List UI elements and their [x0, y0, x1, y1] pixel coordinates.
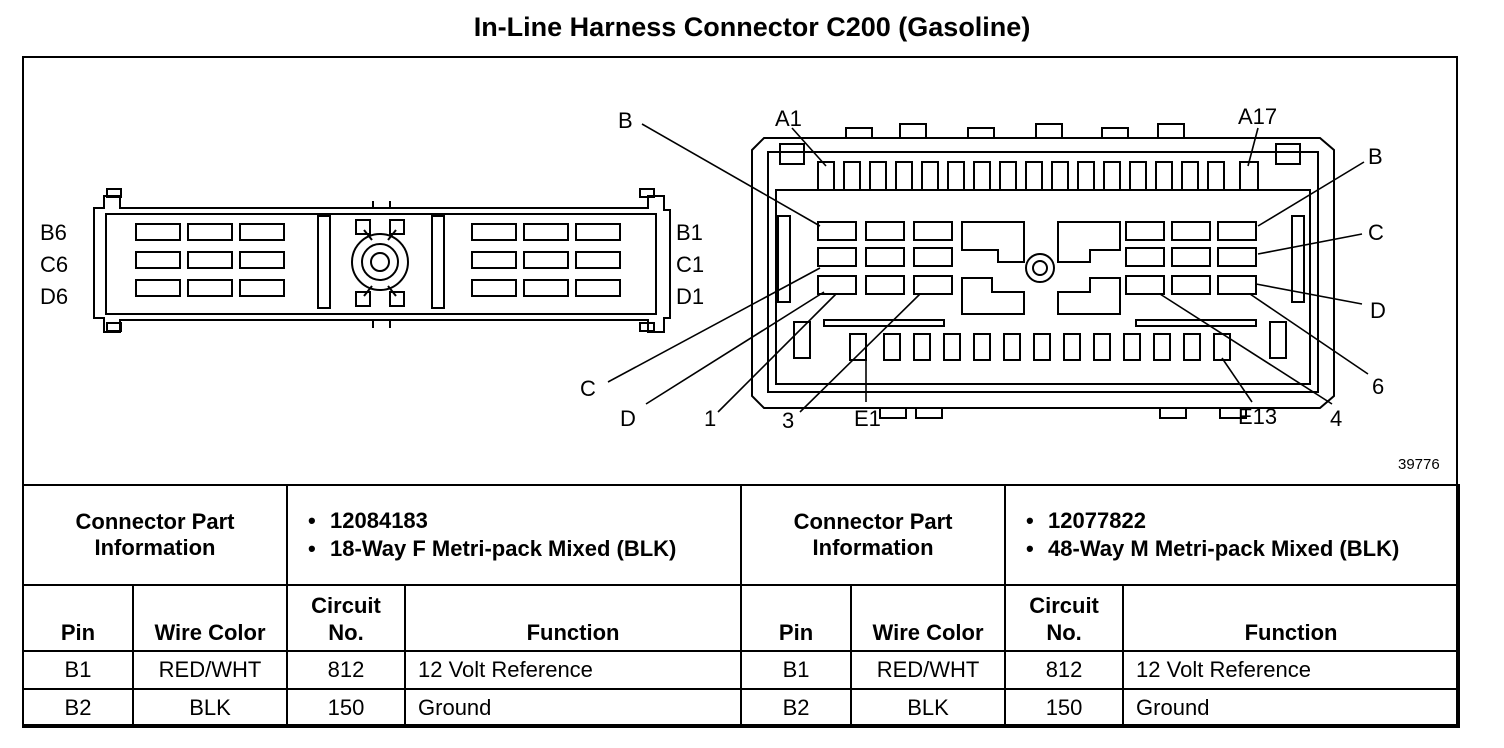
row-label-d6: D6	[40, 284, 68, 309]
left-function-cell: 12 Volt Reference	[404, 650, 743, 690]
left-connector-body	[93, 188, 671, 333]
left-circuit-cell: 150	[286, 688, 407, 728]
right-connector-left-block	[817, 221, 953, 295]
callout-6: 6	[1372, 374, 1384, 399]
right-header-pin: Pin	[740, 584, 853, 652]
right-wire-color-cell: RED/WHT	[850, 650, 1007, 690]
row-label-b1: B1	[676, 220, 703, 245]
callout-e13: E13	[1238, 404, 1277, 429]
left-header-function: Function	[404, 584, 743, 652]
callout-b-left: B	[618, 108, 633, 133]
left-function-cell: Ground	[404, 688, 743, 728]
row-label-d1: D1	[676, 284, 704, 309]
left-connector-center-bolt	[317, 215, 445, 309]
row-label-b6: B6	[40, 220, 67, 245]
right-header-circuit: Circuit No.	[1004, 584, 1125, 652]
right-header-function: Function	[1122, 584, 1461, 652]
callout-leader-lines	[607, 123, 1369, 413]
right-wire-color-cell: BLK	[850, 688, 1007, 728]
callout-c-left: C	[580, 376, 596, 401]
left-info-label: Connector Part Information	[21, 484, 289, 586]
pin-table: Connector Part Information •12084183 •18…	[21, 484, 1461, 728]
left-circuit-cell: 812	[286, 650, 407, 690]
left-header-circuit: Circuit No.	[286, 584, 407, 652]
callout-c-right: C	[1368, 220, 1384, 245]
right-function-cell: Ground	[1122, 688, 1461, 728]
right-connector-row-a	[817, 161, 1259, 191]
left-connector-cavities-right	[471, 223, 621, 297]
row-label-c1: C1	[676, 252, 704, 277]
right-info-label: Connector Part Information	[740, 484, 1007, 586]
left-connector-cavities-left	[135, 223, 285, 297]
callout-a1: A1	[775, 106, 802, 131]
left-pin-cell: B1	[22, 650, 134, 690]
left-wire-color-cell: RED/WHT	[131, 650, 289, 690]
connector-diagram: B6 C6 D6 B1 C1 D1 B A1 A17 B C D 6 C D 1…	[40, 104, 1386, 433]
right-connector-row-e	[849, 333, 1231, 361]
callout-e1: E1	[854, 406, 881, 431]
callout-d-left: D	[620, 406, 636, 431]
right-function-cell: 12 Volt Reference	[1122, 650, 1461, 690]
left-header-pin: Pin	[22, 584, 134, 652]
row-label-c6: C6	[40, 252, 68, 277]
diagram-title: In-Line Harness Connector C200 (Gasoline…	[473, 12, 1031, 42]
callout-1: 1	[704, 406, 716, 431]
left-part-description: 18-Way F Metri-pack Mixed (BLK)	[330, 536, 677, 561]
header-row: Pin Wire Color Circuit No. Function Pin …	[22, 584, 1461, 652]
callout-4: 4	[1330, 406, 1342, 431]
callout-b-right: B	[1368, 144, 1383, 169]
figure-number: 39776	[1398, 456, 1440, 473]
right-part-info: •12077822 •48-Way M Metri-pack Mixed (BL…	[1004, 484, 1461, 586]
right-circuit-cell: 150	[1004, 688, 1125, 728]
left-header-wire-color: Wire Color	[131, 584, 289, 652]
left-wire-color-cell: BLK	[131, 688, 289, 728]
right-connector-right-block	[1125, 221, 1257, 295]
left-part-number: 12084183	[330, 508, 428, 533]
left-part-info: •12084183 •18-Way F Metri-pack Mixed (BL…	[286, 484, 743, 586]
table-row: B1 RED/WHT 812 12 Volt Reference B1 RED/…	[22, 650, 1461, 690]
connector-info-row: Connector Part Information •12084183 •18…	[21, 484, 1461, 586]
left-pin-cell: B2	[22, 688, 134, 728]
callout-3: 3	[782, 408, 794, 433]
right-header-wire-color: Wire Color	[850, 584, 1007, 652]
right-part-description: 48-Way M Metri-pack Mixed (BLK)	[1048, 536, 1400, 561]
right-connector-labels: B A1 A17 B C D 6 C D 1 3 E1 E13 4	[580, 104, 1386, 433]
table-row: B2 BLK 150 Ground B2 BLK 150 Ground	[22, 688, 1461, 728]
left-connector-labels: B6 C6 D6 B1 C1 D1	[40, 220, 704, 309]
right-pin-cell: B1	[740, 650, 853, 690]
callout-d-right: D	[1370, 298, 1386, 323]
right-connector-center-key	[961, 221, 1121, 315]
callout-a17: A17	[1238, 104, 1277, 129]
right-circuit-cell: 812	[1004, 650, 1125, 690]
right-pin-cell: B2	[740, 688, 853, 728]
right-part-number: 12077822	[1048, 508, 1146, 533]
